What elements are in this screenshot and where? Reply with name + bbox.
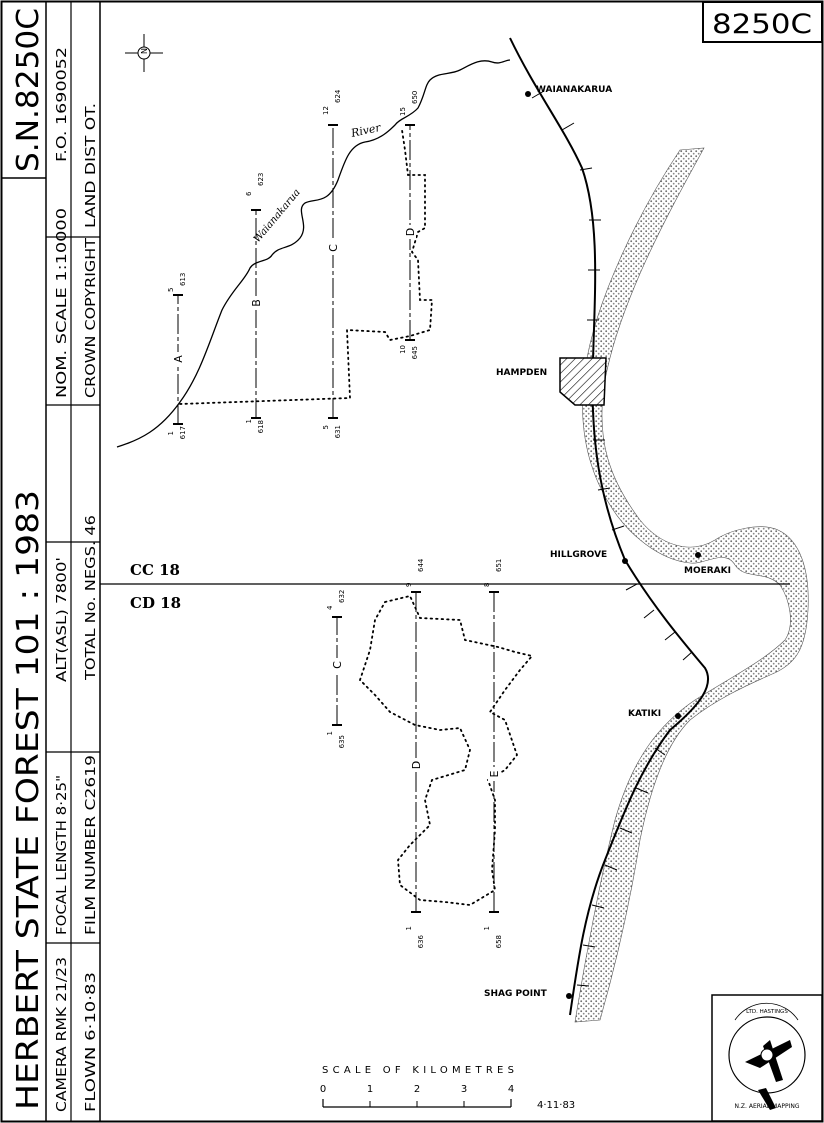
forest-boundary-south [358,594,534,906]
run-label-d-lower: D [410,761,423,769]
camera: CAMERA RMK 21/23 [55,957,70,1112]
photo-label: 6 [245,191,253,196]
place-dot-katiki [675,713,681,719]
land-district: LAND DIST OT. [84,103,99,228]
photo-label: 1 [167,431,175,435]
photo-label: 624 [334,89,342,103]
photo-label: 623 [257,173,265,186]
photo-label: 15 [399,107,407,116]
photo-label: 645 [411,346,419,359]
scale-caption: SCALE OF KILOMETRES [322,1065,514,1076]
scale-tick-4: 4 [508,1084,514,1095]
total-negatives: TOTAL No. NEGS. 46 [84,515,99,681]
run-label-d-upper: D [404,228,417,236]
altitude: ALT(ASL) 7800' [55,557,70,682]
survey-title: HERBERT STATE FOREST 101 : 1983 [11,490,46,1110]
sheet-id: 8250C [712,9,812,40]
crown-copyright: CROWN COPYRIGHT [84,238,99,398]
place-label-hillgrove: HILLGROVE [550,550,607,560]
photo-label: 631 [334,425,342,438]
flight-run-c-upper: C 5 631 12 624 [322,89,342,438]
flight-run-c-lower: C 1 635 4 632 [326,590,346,749]
logo-location: LTD. HASTINGS [746,1009,788,1015]
photo-label: 1 [326,731,334,735]
place-dot-moeraki [695,552,701,558]
photo-label: 1 [405,926,413,930]
place-dot-hillgrove [622,558,628,564]
river-waianakarua [116,59,511,448]
photo-label: 651 [495,559,503,572]
company-logo: N.Z. AERIAL MAPPING LTD. HASTINGS [711,994,823,1122]
drawing-date: 4·11·83 [537,1100,575,1111]
photo-label: 10 [399,345,407,354]
photo-label: 632 [338,590,346,603]
film-number: FILM NUMBER C2619 [84,755,99,935]
river-label-waianakarua: Waianakarua [252,187,303,245]
north-arrow-letter: N [140,48,149,54]
photo-label: 5 [167,288,175,292]
scale-tick-1: 1 [367,1084,373,1095]
title-block: S.N.8250C HERBERT STATE FOREST 101 : 198… [2,2,101,1121]
scale-bar: SCALE OF KILOMETRES 0 1 2 3 4 4·11·83 [320,1065,575,1111]
place-dot-shag-point [566,993,572,999]
run-label-a: A [172,355,185,363]
scale-tick-3: 3 [461,1084,467,1095]
photo-label: 658 [495,935,503,948]
photo-label: 618 [257,420,265,433]
flight-run-b: B 1 618 6 623 [245,173,265,434]
photo-label: 650 [411,91,419,104]
run-label-b: B [250,299,263,307]
photo-label: 617 [179,426,187,439]
run-label-c-upper: C [327,244,340,252]
hampden-town-block [559,357,607,406]
place-label-katiki: KATIKI [628,709,661,719]
place-dot-waianakarua [525,91,531,97]
photo-label: 9 [405,583,413,587]
run-label-c-lower: C [331,661,344,669]
place-label-shag-point: SHAG POINT [484,989,548,999]
sea-stipple [574,147,809,1023]
railway-ticks [531,90,693,987]
flown-date: FLOWN 6·10·83 [84,972,99,1112]
sheet-id-box: 8250C [702,1,823,43]
photo-label: 8 [483,583,491,587]
logo-name: N.Z. AERIAL MAPPING [735,1103,800,1110]
photo-label: 613 [179,273,187,286]
photo-label: 5 [322,425,330,429]
grid-label-cc18: CC 18 [130,561,180,579]
flight-run-a: A 1 617 5 613 [167,273,187,440]
forest-boundary-north [179,129,433,405]
run-label-e: E [488,770,501,777]
nominal-scale: NOM. SCALE 1:10000 [55,208,70,398]
photo-label: 1 [483,926,491,930]
flight-run-d-upper: D 10 645 15 650 [399,91,419,360]
place-label-waianakarua: WAIANAKARUA [536,85,612,95]
north-arrow: N [125,34,163,72]
place-label-hampden: HAMPDEN [496,368,547,378]
photo-label: 12 [322,106,330,115]
river-label-river: River [349,121,383,140]
scale-tick-0: 0 [320,1084,326,1095]
scale-tick-2: 2 [414,1084,420,1095]
sheet-number: S.N.8250C [11,8,46,172]
photo-label: 1 [245,419,253,423]
flight-run-d-lower: D 1 636 9 644 [405,558,425,948]
grid-label-cd18: CD 18 [130,594,181,612]
photo-label: 4 [326,605,334,610]
photo-label: 635 [338,735,346,748]
focal-length: FOCAL LENGTH 8·25" [55,775,70,935]
railway-line [509,37,710,1016]
fo-number: F.O. 1690052 [55,47,70,162]
place-label-moeraki: MOERAKI [684,566,731,576]
flight-run-e: E 1 658 8 651 [483,559,503,949]
photo-label: 644 [417,558,425,572]
photo-label: 636 [417,934,425,948]
